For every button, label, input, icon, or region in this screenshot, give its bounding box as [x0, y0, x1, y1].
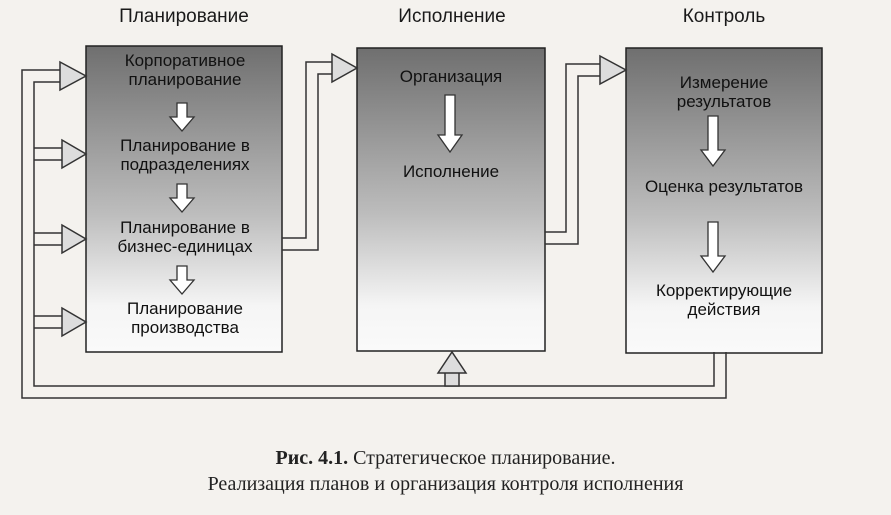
control-item-evaluation: Оценка результатов: [644, 177, 804, 196]
control-box: [625, 47, 823, 354]
figure-label: Рис. 4.1.: [275, 447, 349, 469]
figure-caption-line2: Реализация планов и организация контроля…: [207, 473, 684, 495]
execution-down-arrow: [436, 94, 464, 154]
control-item-corrective: Корректирующие действия: [655, 281, 793, 319]
arrow-into-control: [599, 54, 628, 86]
planning-item-divisions: Планирование в подразделениях: [120, 136, 250, 174]
feedback-arrowheads: [59, 60, 88, 338]
arrow-into-execution: [331, 52, 359, 84]
planning-down-arrows: [168, 102, 196, 295]
planning-item-business-units: Планирование в бизнес-единицах: [117, 218, 253, 256]
execution-item-execution: Исполнение: [402, 162, 500, 181]
control-item-measurement: Измерение результатов: [676, 73, 772, 111]
header-execution: Исполнение: [398, 6, 506, 27]
planning-item-corporate: Корпоративное планирование: [124, 51, 246, 89]
feedback-loop-pipe: [21, 69, 727, 399]
execution-item-organization: Организация: [399, 67, 503, 86]
header-control: Контроль: [682, 6, 766, 27]
planning-item-production: Планирование производства: [126, 299, 244, 337]
feedback-branches: [34, 147, 62, 329]
connector-execution-to-control: [545, 63, 600, 245]
control-down-arrows: [699, 115, 727, 274]
header-planning: Планирование: [119, 6, 249, 27]
figure-title: Стратегическое планирование.: [353, 447, 616, 469]
connector-planning-to-execution: [282, 61, 332, 251]
figure-caption-line1: Рис. 4.1. Стратегическое планирование.: [0, 446, 891, 470]
execution-box: [356, 47, 546, 352]
feedback-up-arrow: [436, 350, 468, 387]
